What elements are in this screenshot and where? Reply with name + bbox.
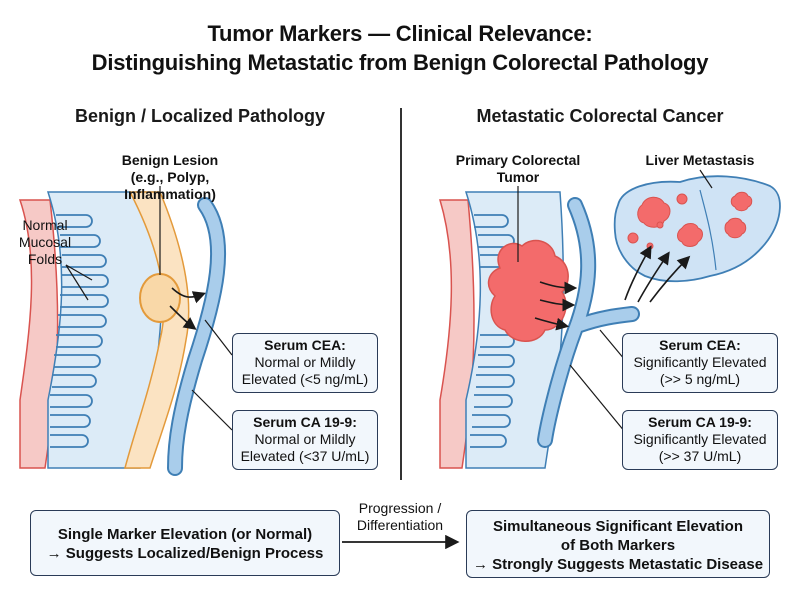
benign-ca199-line-2: Elevated (<37 U/mL) — [240, 448, 370, 464]
folds-label-line-1: Normal — [22, 217, 68, 233]
metastatic-heading: Metastatic Colorectal Cancer — [476, 106, 724, 126]
metastatic-ca199-line-1: Significantly Elevated — [633, 431, 767, 447]
right-vessel — [539, 199, 595, 446]
benign-lesion-label-line-1: Benign Lesion — [121, 152, 219, 168]
folds-leader-2 — [65, 264, 89, 301]
metastatic-ca199-box: Serum CA 19-9: Significantly Elevated (>… — [622, 410, 778, 470]
benign-cea-line-2: Elevated (<5 ng/mL) — [241, 371, 369, 387]
benign-cea-box: Serum CEA: Normal or Mildly Elevated (<5… — [232, 333, 378, 393]
panel-divider — [400, 108, 402, 480]
mucosal-folds — [50, 214, 109, 448]
metastatic-summary-line-3: → Strongly Suggests Metastatic Disease — [472, 556, 764, 573]
benign-ca199-box: Serum CA 19-9: Normal or Mildly Elevated… — [232, 410, 378, 470]
cea-leader-left — [204, 319, 233, 356]
liver-arrow-2 — [637, 251, 670, 303]
primary-tumor-label: Primary Colorectal Tumor — [440, 152, 596, 186]
metastatic-cea-line-2: (>> 5 ng/mL) — [659, 371, 741, 387]
right-vessel-branch — [574, 308, 638, 331]
benign-ca199-line-1: Normal or Mildly — [254, 431, 356, 447]
benign-lesion-label: Benign Lesion (e.g., Polyp, Inflammation… — [90, 152, 250, 203]
progression-label-line-2: Differentiation — [356, 517, 444, 533]
liver-metastasis-label-text: Liver Metastasis — [645, 152, 755, 168]
lesion-arrow-2 — [169, 305, 197, 330]
benign-ca199-title: Serum CA 19-9: — [253, 414, 357, 430]
progression-label: Progression / Differentiation — [340, 500, 460, 534]
metastatic-cea-title: Serum CEA: — [659, 337, 741, 353]
folds-label: Normal Mucosal Folds — [14, 217, 76, 268]
metastatic-cea-line-1: Significantly Elevated — [633, 354, 767, 370]
benign-summary-box: Single Marker Elevation (or Normal) → Su… — [30, 510, 340, 576]
cea-leader-right — [599, 329, 626, 361]
tumor-arrow-3 — [534, 317, 570, 331]
tumor-arrow-1 — [539, 281, 578, 295]
metastatic-ca199-line-2: (>> 37 U/mL) — [658, 448, 742, 464]
benign-cea-line-1: Normal or Mildly — [254, 354, 356, 370]
metastatic-summary-box: Simultaneous Significant Elevation of Bo… — [466, 510, 770, 578]
folds-label-line-2: Mucosal — [18, 234, 72, 250]
metastatic-summary-line-1: Simultaneous Significant Elevation — [492, 518, 744, 535]
primary-tumor-label-line-2: Tumor — [496, 169, 540, 185]
liver-arrow-1 — [624, 245, 652, 301]
liver-leader-line — [699, 169, 713, 189]
metastatic-cea-box: Serum CEA: Significantly Elevated (>> 5 … — [622, 333, 778, 393]
folds-leader-1 — [65, 264, 93, 281]
page-title-line-1: Tumor Markers — Clinical Relevance: — [207, 21, 593, 46]
benign-summary-line-2: → Suggests Localized/Benign Process — [46, 545, 324, 562]
liver-metastases — [627, 191, 753, 250]
liver-lobe-line — [699, 189, 717, 271]
left-vessel — [169, 199, 225, 474]
benign-cea-title: Serum CEA: — [264, 337, 346, 353]
benign-colon-wall — [18, 191, 190, 469]
lesion-arrow-1 — [171, 287, 207, 304]
metastatic-summary-line-2: of Both Markers — [560, 537, 676, 554]
benign-lesion-label-line-2: (e.g., Polyp, Inflammation) — [124, 169, 216, 202]
primary-tumor-label-line-1: Primary Colorectal — [455, 152, 581, 168]
ca-leader-right — [569, 364, 626, 433]
ca-leader-left — [191, 389, 233, 431]
folds-label-line-3: Folds — [27, 251, 63, 267]
liver-arrow-3 — [649, 255, 691, 303]
benign-heading: Benign / Localized Pathology — [74, 106, 326, 126]
benign-summary-line-1: Single Marker Elevation (or Normal) — [57, 526, 313, 543]
liver-metastasis-label: Liver Metastasis — [630, 152, 770, 169]
page-title-line-2: Distinguishing Metastatic from Benign Co… — [91, 50, 709, 75]
tumor-arrow-2 — [539, 298, 576, 312]
primary-tumor-shape — [487, 239, 569, 342]
metastatic-ca199-title: Serum CA 19-9: — [648, 414, 752, 430]
benign-lesion-shape — [139, 273, 181, 323]
progression-label-line-1: Progression / — [358, 500, 442, 516]
